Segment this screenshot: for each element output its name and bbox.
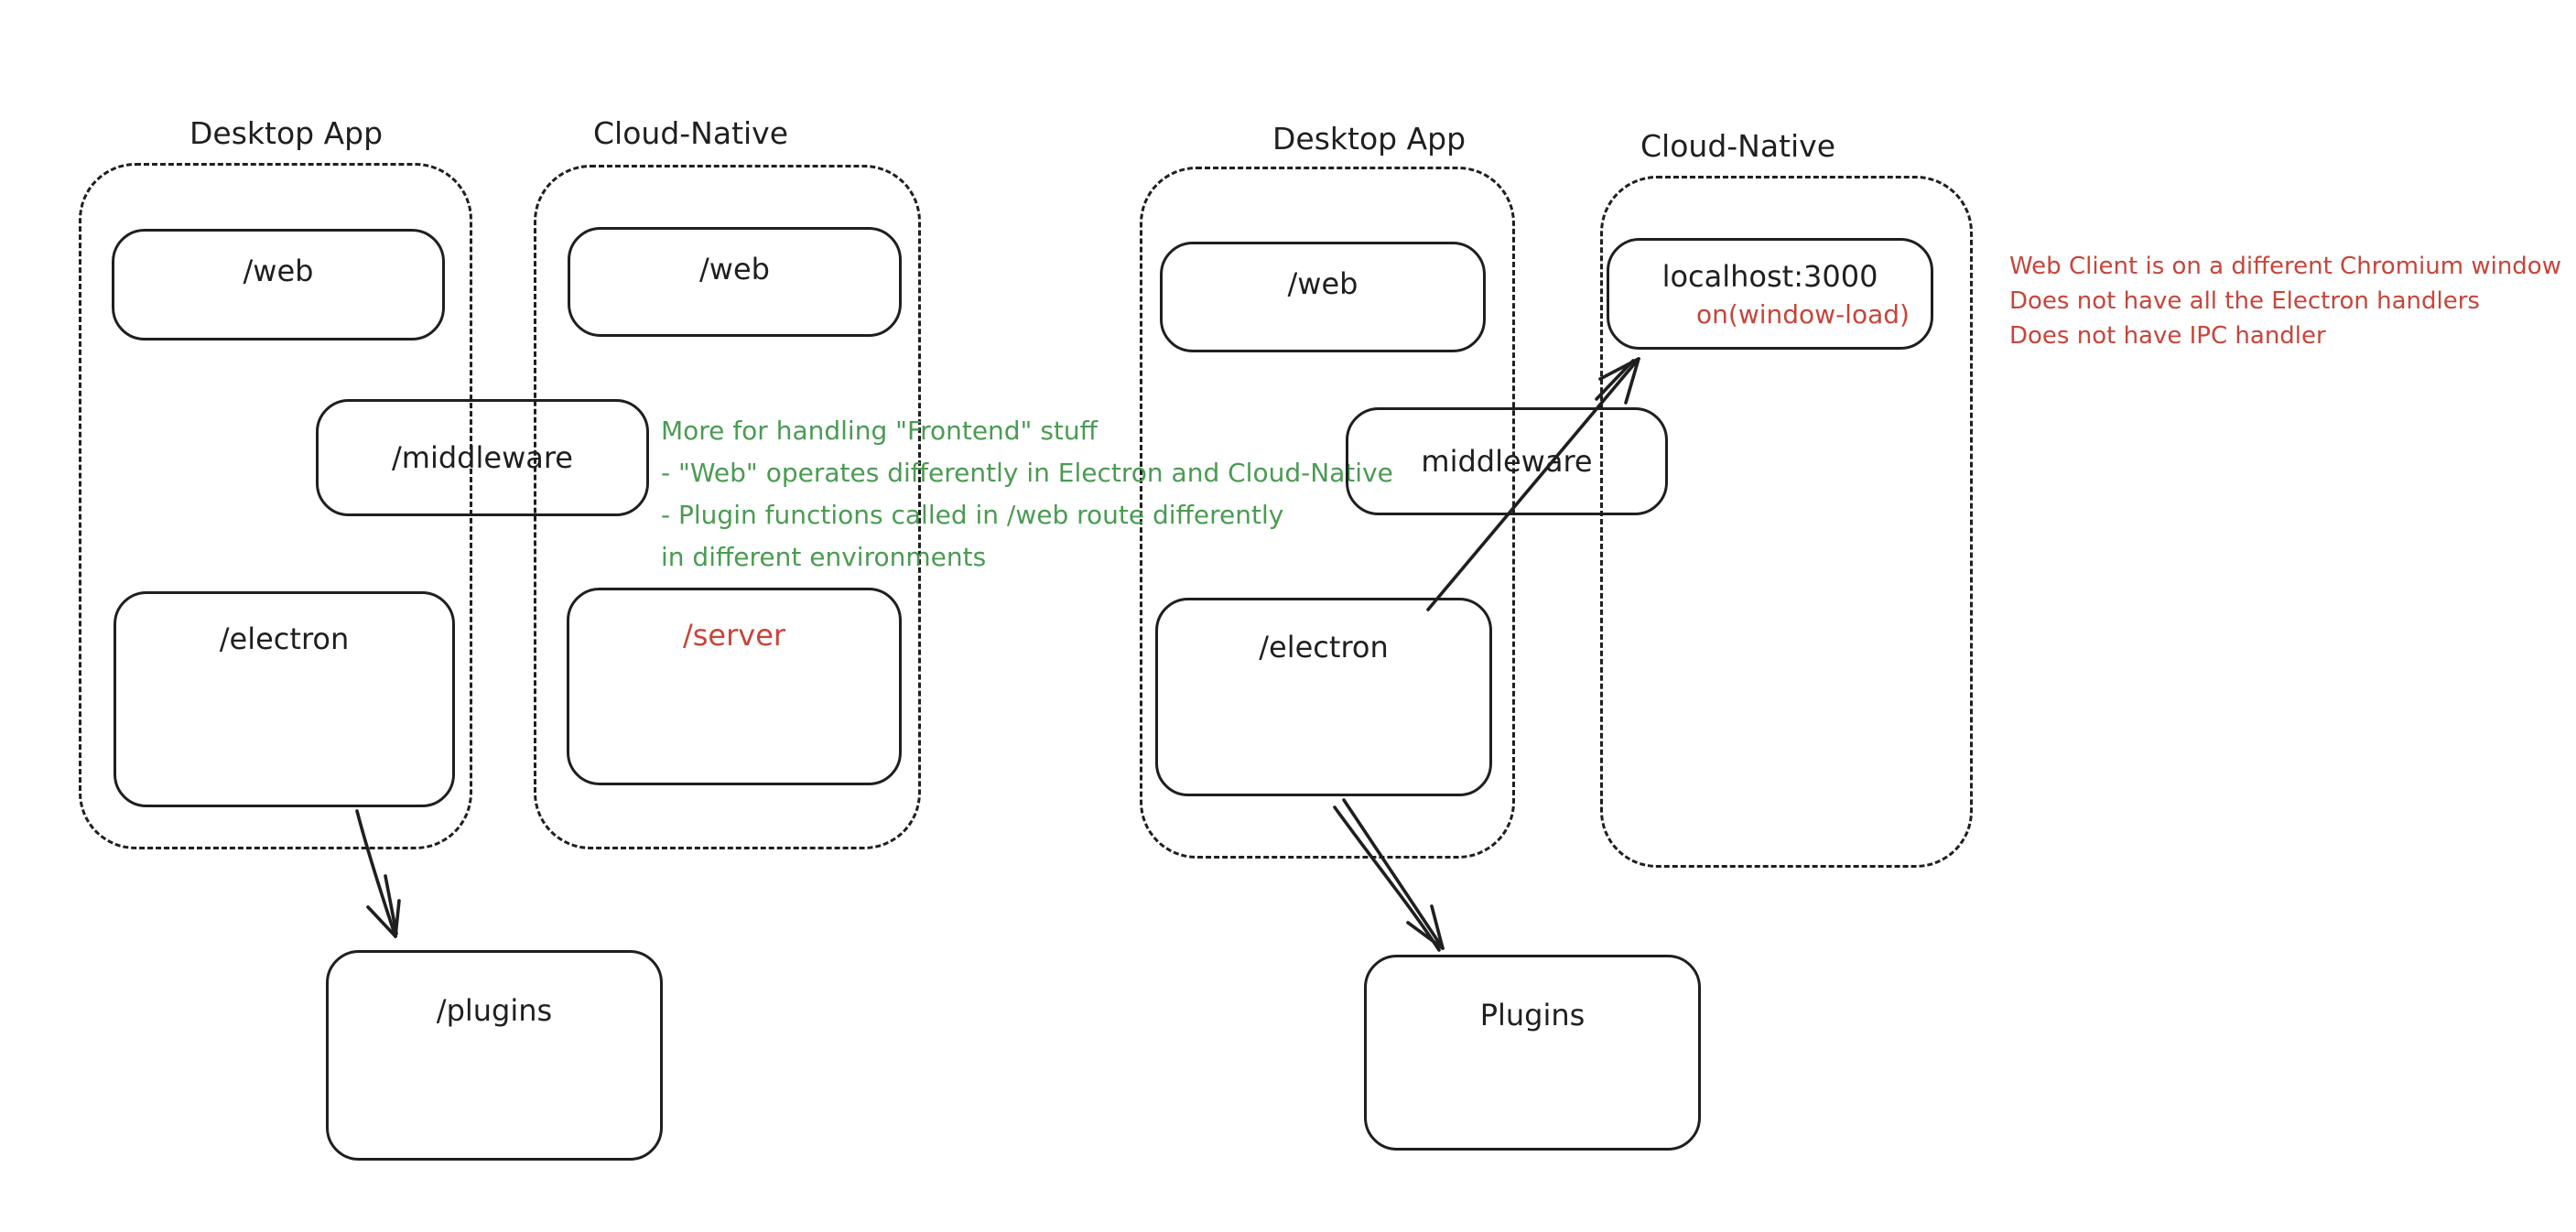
right-plugins-box: Plugins xyxy=(1364,955,1701,1151)
frontend-note-line: in different environments xyxy=(661,542,987,572)
right-middleware-box: middleware xyxy=(1346,407,1668,515)
web-client-note-line: Web Client is on a different Chromium wi… xyxy=(2009,253,2561,280)
right-desktop-web-box: /web xyxy=(1160,242,1486,352)
left-cloud-web-box: /web xyxy=(568,227,902,337)
right-cloud-native-label: Cloud-Native xyxy=(1640,128,1836,164)
left-electron-box: /electron xyxy=(114,591,455,807)
right-desktop-web-label: /web xyxy=(1287,266,1358,301)
left-cloud-native-label: Cloud-Native xyxy=(593,115,789,151)
window-load-label: on(window-load) xyxy=(1696,298,1910,330)
left-middleware-label: /middleware xyxy=(392,440,573,475)
frontend-note-line: - Plugin functions called in /web route … xyxy=(661,500,1284,530)
frontend-note-line: More for handling "Frontend" stuff xyxy=(661,416,1098,446)
frontend-note-line: - "Web" operates differently in Electron… xyxy=(661,458,1393,488)
left-desktop-app-label: Desktop App xyxy=(189,115,384,151)
web-client-note: Web Client is on a different Chromium wi… xyxy=(2009,249,2561,353)
frontend-note: More for handling "Frontend" stuff - "We… xyxy=(661,410,1393,578)
localhost-title: localhost:3000 xyxy=(1661,258,1878,294)
right-electron-box: /electron xyxy=(1155,598,1492,796)
left-desktop-app-container xyxy=(79,163,472,849)
localhost-box: localhost:3000 on(window-load) xyxy=(1607,238,1933,350)
left-middleware-box: /middleware xyxy=(316,399,649,516)
left-desktop-web-label: /web xyxy=(243,254,314,288)
left-plugins-box: /plugins xyxy=(326,950,663,1161)
left-cloud-native-container xyxy=(534,165,921,849)
left-server-label: /server xyxy=(682,618,786,653)
web-client-note-line: Does not have all the Electron handlers xyxy=(2009,287,2480,315)
left-cloud-web-label: /web xyxy=(699,252,770,286)
left-electron-label: /electron xyxy=(219,621,350,656)
left-server-box: /server xyxy=(567,588,902,785)
right-middleware-label: middleware xyxy=(1421,444,1593,479)
right-electron-label: /electron xyxy=(1259,630,1389,665)
right-desktop-app-label: Desktop App xyxy=(1272,121,1467,157)
left-desktop-web-box: /web xyxy=(112,229,445,340)
right-plugins-label: Plugins xyxy=(1479,998,1586,1032)
web-client-note-line: Does not have IPC handler xyxy=(2009,322,2326,350)
left-plugins-label: /plugins xyxy=(436,993,553,1028)
